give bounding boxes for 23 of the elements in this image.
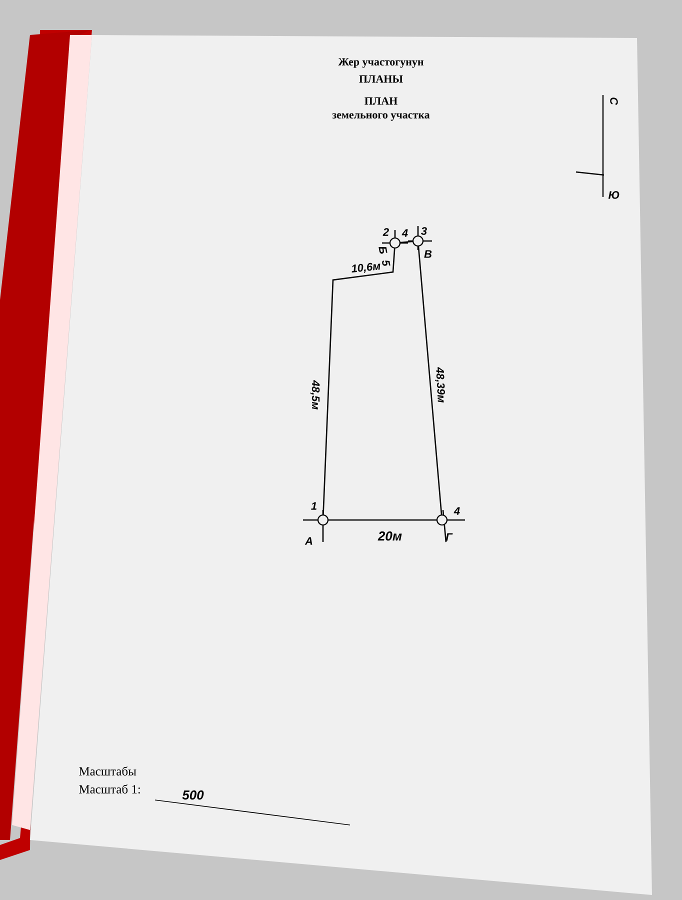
heading-text: Жер участогунун [338, 58, 424, 68]
direction-letter: Ю [608, 191, 620, 199]
side-length: 10,6м [352, 262, 380, 273]
point-number: 3 [421, 227, 427, 235]
point-letter: Б [378, 247, 388, 254]
heading-text: земельного участка [332, 113, 430, 121]
heading-text: ПЛАН [364, 97, 398, 105]
scale-caption: Масштабы [79, 766, 136, 776]
direction-letter: С [610, 98, 618, 106]
side-length: 4 [402, 229, 408, 237]
scale-value: 500 [182, 790, 204, 800]
side-length: 48,5м [310, 380, 320, 410]
point-number: 4 [454, 507, 460, 515]
point-number: 1 [311, 502, 316, 510]
side-length: 5 [382, 260, 390, 266]
scale-caption: Масштаб 1: [79, 784, 140, 794]
side-length: 20м [378, 531, 402, 541]
point-number: 2 [382, 228, 389, 236]
point-letter: В [424, 250, 432, 258]
point-letter: Г [446, 533, 453, 541]
heading-text: ПЛАНЫ [359, 75, 403, 83]
side-length: 48,39м [435, 367, 446, 402]
point-letter: А [304, 537, 312, 545]
